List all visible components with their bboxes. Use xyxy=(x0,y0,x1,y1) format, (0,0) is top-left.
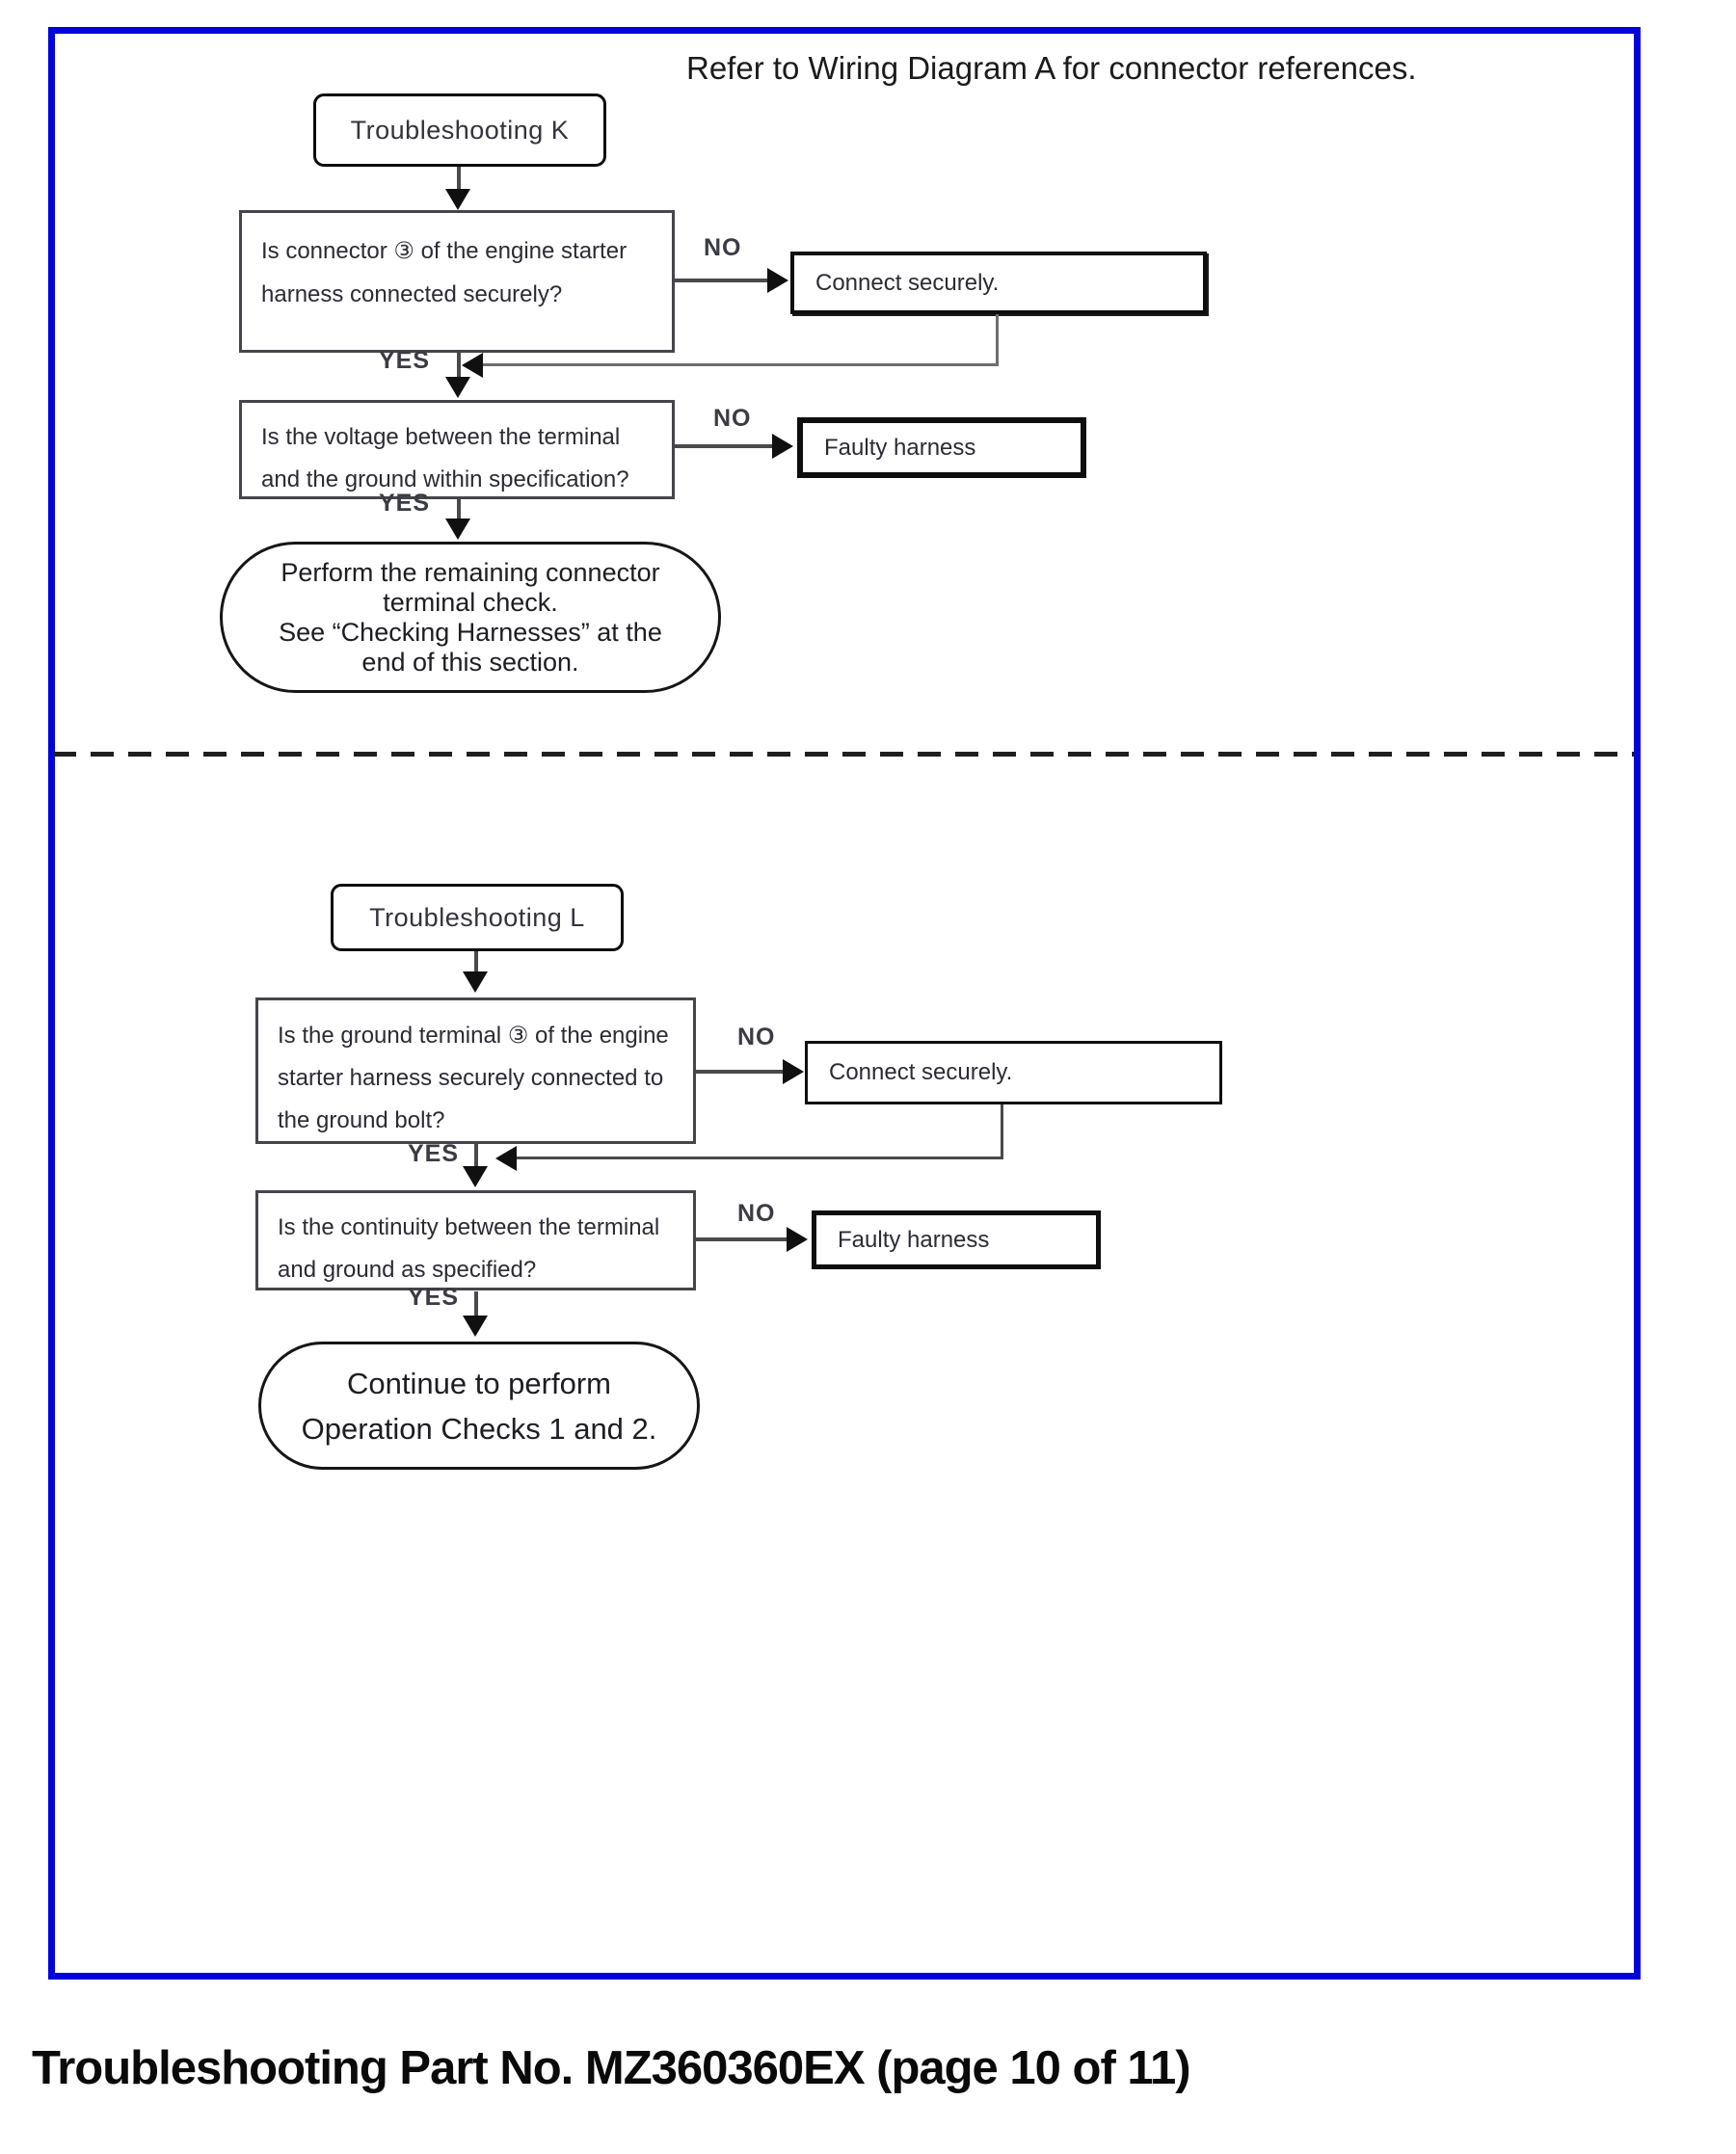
arrow-right-icon xyxy=(767,268,788,293)
k-action-connect-securely-text: Connect securely. xyxy=(815,269,1000,296)
l-terminal-line: Operation Checks 1 and 2. xyxy=(301,1411,657,1446)
flowchart-l-title-label: Troubleshooting L xyxy=(369,902,585,932)
l-question-1: Is the ground terminal ③ of the engine s… xyxy=(255,997,696,1144)
k-no-label-2: NO xyxy=(713,405,752,432)
l-terminal-line: Continue to perform xyxy=(347,1366,611,1400)
k-action-connect-securely: Connect securely. xyxy=(790,252,1207,314)
k-question-2: Is the voltage between the terminal and … xyxy=(239,400,675,499)
l-no-label-1: NO xyxy=(737,1024,776,1050)
l-question-2-text: Is the continuity between the terminal a… xyxy=(278,1214,660,1283)
connector-line xyxy=(457,167,461,192)
arrow-left-icon xyxy=(495,1146,517,1171)
l-terminal-node: Continue to perform Operation Checks 1 a… xyxy=(258,1342,700,1470)
connector-line xyxy=(675,444,776,448)
l-question-2: Is the continuity between the terminal a… xyxy=(255,1190,696,1290)
l-action-connect-securely: Connect securely. xyxy=(805,1041,1222,1104)
k-no-label-1: NO xyxy=(704,234,742,261)
flowchart-l-title: Troubleshooting L xyxy=(331,884,624,951)
k-question-1-text: Is connector ③ of the engine starter har… xyxy=(261,238,628,307)
arrow-down-icon xyxy=(445,377,470,398)
wiring-diagram-note: Refer to Wiring Diagram A for connector … xyxy=(686,50,1417,86)
connector-line xyxy=(474,1291,478,1316)
k-action-faulty-harness-text: Faulty harness xyxy=(824,434,976,461)
arrow-down-icon xyxy=(445,519,470,540)
arrow-down-icon xyxy=(445,189,470,210)
k-terminal-line: Perform the remaining connector xyxy=(280,557,660,587)
k-question-2-text: Is the voltage between the terminal and … xyxy=(261,424,629,492)
l-action-faulty-harness: Faulty harness xyxy=(812,1210,1101,1269)
connector-line xyxy=(474,1144,478,1167)
flowchart-k-title-label: Troubleshooting K xyxy=(350,115,570,145)
l-question-1-text: Is the ground terminal ③ of the engine s… xyxy=(278,1023,669,1133)
l-yes-label-2: YES xyxy=(408,1284,460,1311)
connector-line xyxy=(457,353,461,378)
l-action-faulty-harness-text: Faulty harness xyxy=(838,1226,990,1253)
section-divider xyxy=(53,752,1634,757)
arrow-down-icon xyxy=(463,1316,488,1337)
feedback-line xyxy=(1001,1104,1003,1158)
page-border-frame xyxy=(48,27,1641,1980)
connector-line xyxy=(675,279,771,282)
k-terminal-line: See “Checking Harnesses” at the xyxy=(279,617,662,647)
k-terminal-node: Perform the remaining connector terminal… xyxy=(220,542,721,693)
k-action-faulty-harness: Faulty harness xyxy=(797,417,1086,478)
arrow-right-icon xyxy=(772,434,793,459)
feedback-line xyxy=(516,1157,1003,1159)
arrow-left-icon xyxy=(462,353,483,378)
page-caption: Troubleshooting Part No. MZ360360EX (pag… xyxy=(32,2042,1191,2094)
connector-line xyxy=(457,499,461,520)
feedback-line xyxy=(996,314,999,366)
l-action-connect-securely-text: Connect securely. xyxy=(829,1059,1013,1085)
flowchart-k-title: Troubleshooting K xyxy=(313,93,606,167)
arrow-right-icon xyxy=(783,1059,804,1084)
k-question-1: Is connector ③ of the engine starter har… xyxy=(239,210,675,353)
arrow-down-icon xyxy=(463,971,488,993)
connector-line xyxy=(696,1070,788,1074)
k-yes-label-2: YES xyxy=(379,490,431,517)
k-terminal-line: terminal check. xyxy=(383,587,558,617)
arrow-down-icon xyxy=(463,1166,488,1187)
feedback-line xyxy=(482,363,999,366)
connector-line xyxy=(474,951,478,972)
l-yes-label-1: YES xyxy=(408,1140,460,1167)
arrow-right-icon xyxy=(787,1227,808,1252)
connector-line xyxy=(696,1237,792,1241)
k-terminal-line: end of this section. xyxy=(361,647,579,677)
l-no-label-2: NO xyxy=(737,1200,776,1227)
k-yes-label-1: YES xyxy=(379,347,431,374)
